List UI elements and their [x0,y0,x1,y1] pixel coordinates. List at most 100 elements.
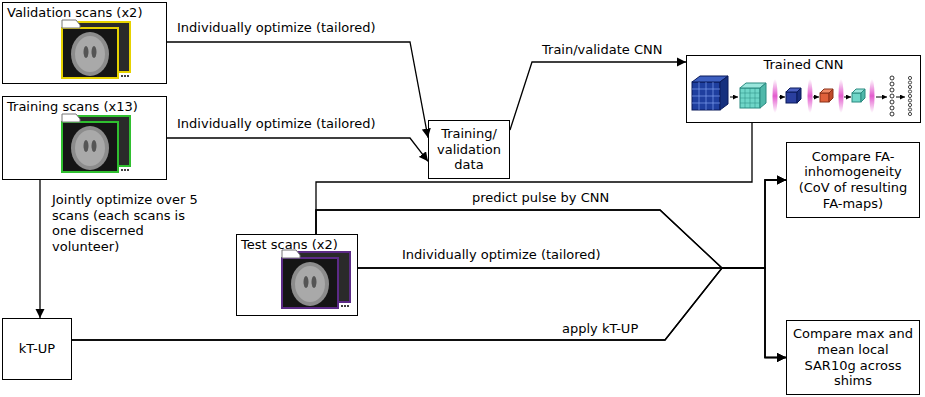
feature-cube-front [786,92,797,103]
result-box: Compare FA-inhomogeneity (CoV of resulti… [786,142,920,218]
file-tab [62,20,80,28]
input-cube-front [692,82,720,110]
scan-front [62,122,118,172]
neuron [890,106,894,110]
brain-outline [71,126,109,170]
neuron [908,108,911,111]
dense-layer [890,76,894,116]
more-dot [121,75,123,77]
edge-label: Individually optimize (tailored) [175,116,378,132]
more-dot [124,75,126,77]
node-label: Validation scans (x2) [3,3,146,23]
activation-bar [808,79,813,113]
neuron [908,112,911,115]
scan-thumbnail [62,20,130,78]
brain-inner [75,36,105,72]
edge-label: Train/validate CNN [540,42,664,58]
edge-label: predict pulse by CNN [470,190,611,206]
neuron [908,90,911,93]
network-box: Trained CNN [686,55,921,123]
node-label: Compare FA-inhomogeneity (CoV of resulti… [787,149,919,211]
brain-outline [291,262,329,306]
connector [316,123,752,234]
scan-set-box: Validation scans (x2) [2,2,167,84]
brain-ventricle [92,140,97,152]
scan-set-box: Training scans (x13) [2,96,167,180]
neuron [908,99,911,102]
connector [316,210,786,358]
brain-inner [295,266,325,302]
more-dot [344,305,346,307]
scan-front [282,258,338,308]
neuron [890,100,894,104]
brain-ventricle [312,276,317,288]
layer-arrow [813,97,819,98]
more-dot [127,169,129,171]
brain-ventricle [84,140,89,152]
process-box: Training/ validation data [428,120,510,179]
connector [72,268,786,358]
feature-cube-front [852,93,861,102]
node-label: Test scans (x2) [237,235,342,255]
neuron [890,94,894,98]
node-label: kT-UP [16,341,58,357]
neuron [908,81,911,84]
edge-label: Individually optimize (tailored) [175,20,378,36]
activation-bar [839,79,844,113]
input-cube-side [720,76,728,110]
brain-ventricle [304,276,309,288]
edge-label: Individually optimize (tailored) [400,247,603,263]
more-dot [347,305,349,307]
neuron [890,112,894,116]
neuron [890,88,894,92]
activation-bar [870,79,875,113]
pulse-box: kT-UP [2,318,72,380]
neuron [908,103,911,106]
node-label: Compare max and mean local SAR10g across… [787,326,919,388]
connector-group [40,42,786,358]
neuron [890,76,894,80]
feature-cube-front [820,93,829,102]
node-label: Training/ validation data [429,126,509,173]
feature-cube-side [760,83,766,108]
connector [316,180,786,268]
feature-cube-front [740,88,760,108]
scan-thumbnail [62,114,130,172]
connector [167,138,428,161]
edge-label: Jointly optimize over 5 scans (each scan… [50,192,204,254]
node-label: Training scans (x13) [3,97,142,117]
input-cube-grid [692,82,720,110]
feature-cube-side [829,89,833,102]
edge-label: apply kT-UP [560,321,640,337]
layer-arrow [779,97,785,98]
neuron [908,76,911,79]
feature-cube-grid [740,88,760,108]
feature-cube-side [797,88,801,103]
neuron [908,94,911,97]
layer-arrow [730,97,738,98]
file-tab [62,114,80,122]
feature-cube-side [861,89,865,102]
scan-set-box: Test scans (x2) [236,234,358,316]
connector [510,62,686,130]
scan-thumbnail [282,250,350,308]
connector [167,42,428,138]
scan-front [62,28,118,78]
cnn-illustration [692,76,912,116]
layer-arrow [876,97,887,98]
brain-ventricle [84,46,89,58]
output-layer [908,76,911,115]
more-dot [341,305,343,307]
connector [39,180,40,318]
result-box: Compare max and mean local SAR10g across… [786,320,920,395]
node-label: Trained CNN [759,56,847,74]
layer-arrow [844,97,851,98]
brain-inner [75,130,105,166]
more-dot [127,75,129,77]
brain-outline [71,32,109,76]
activation-bar [773,79,778,113]
more-dot [121,169,123,171]
neuron [908,85,911,88]
brain-ventricle [92,46,97,58]
more-dot [124,169,126,171]
